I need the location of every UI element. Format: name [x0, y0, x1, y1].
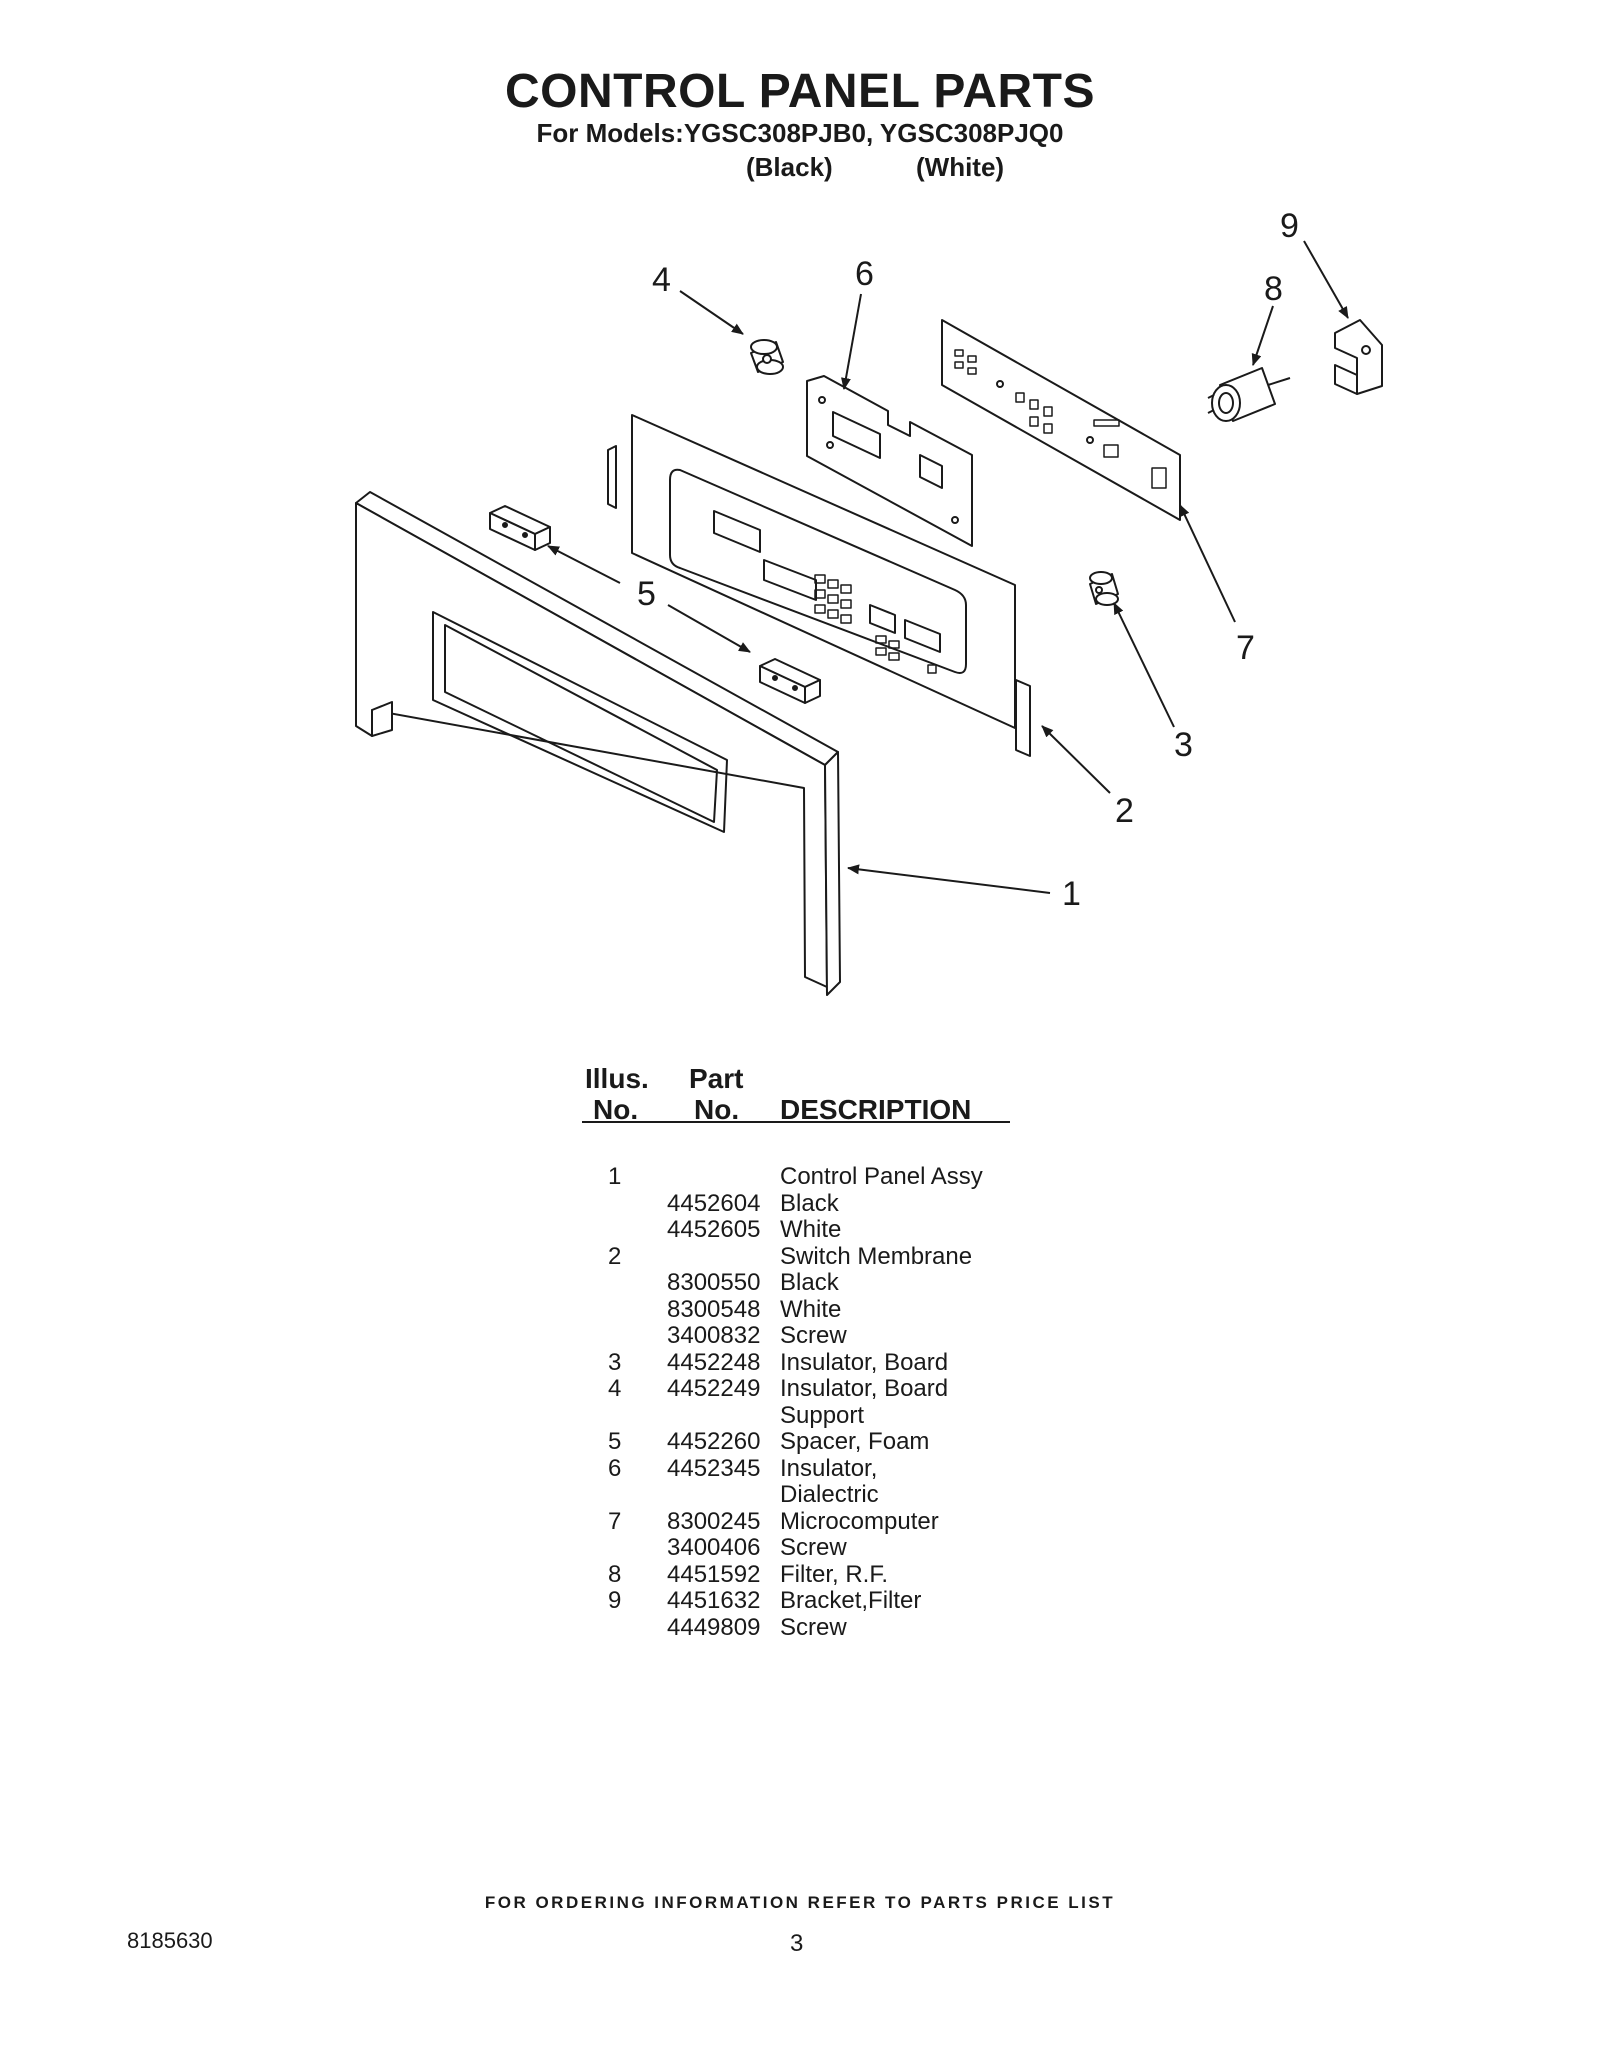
description: Spacer, Foam [780, 1428, 930, 1455]
col-header-part-2: No. [694, 1094, 740, 1125]
microcomputer-board-part [941, 319, 1181, 521]
exploded-parts-diagram: 1 2 3 4 5 6 7 8 9 [355, 207, 1383, 996]
illus-no: 4 [608, 1375, 622, 1402]
part-no: 4452249 [667, 1375, 761, 1402]
part-no: 3400406 [667, 1534, 761, 1561]
callout-5: 5 [637, 575, 656, 613]
ordering-note: FOR ORDERING INFORMATION REFER TO PARTS … [484, 1893, 1116, 1912]
description: Insulator, [780, 1454, 878, 1482]
document-number: 8185630 [127, 1928, 213, 1953]
col-header-part-1: Part [689, 1063, 744, 1094]
description: Insulator, Board [780, 1375, 949, 1402]
part-no: 4451632 [667, 1587, 761, 1614]
description: Black [780, 1269, 839, 1296]
illus-no: 7 [608, 1507, 622, 1535]
illus-no: 8 [608, 1560, 622, 1588]
insulator-board-support-part [750, 339, 784, 375]
callout-4: 4 [652, 261, 671, 299]
callout-2: 2 [1115, 792, 1134, 830]
part-no: 8300245 [667, 1507, 761, 1535]
illus-no: 5 [608, 1428, 622, 1455]
part-no: 4451592 [667, 1560, 761, 1588]
illus-no: 6 [608, 1454, 622, 1482]
part-no: 3400832 [667, 1322, 761, 1349]
part-no: 4452248 [667, 1348, 761, 1376]
insulator-board-standoff-part [1089, 571, 1119, 606]
description: Filter, R.F. [780, 1560, 889, 1588]
description: Switch Membrane [780, 1242, 973, 1270]
description: Screw [780, 1322, 847, 1349]
description: Screw [780, 1613, 847, 1641]
part-no: 4449809 [667, 1613, 761, 1641]
part-no: 4452604 [667, 1189, 761, 1217]
part-no: 4452605 [667, 1216, 761, 1243]
page-title: CONTROL PANEL PARTS [505, 65, 1095, 118]
models-subtitle: For Models:YGSC308PJB0, YGSC308PJQ0 [536, 118, 1064, 148]
variant-black-label: (Black) [746, 152, 833, 182]
part-no: 8300550 [667, 1269, 761, 1296]
description: Screw [780, 1534, 847, 1561]
description: White [780, 1216, 842, 1243]
rf-filter-part [1207, 367, 1291, 422]
callout-6: 6 [855, 255, 874, 293]
description: Insulator, Board [780, 1348, 949, 1376]
description: Control Panel Assy [780, 1163, 983, 1190]
callout-3: 3 [1174, 726, 1193, 764]
illus-no: 9 [608, 1587, 622, 1614]
description: Black [780, 1189, 839, 1217]
filter-bracket-part [1334, 319, 1383, 395]
callout-9: 9 [1280, 207, 1299, 245]
control-panel-assy-part [355, 491, 841, 996]
col-header-description: DESCRIPTION [780, 1094, 972, 1125]
callout-7: 7 [1236, 629, 1255, 667]
part-no: 8300548 [667, 1295, 761, 1323]
description: Dialectric [780, 1481, 879, 1508]
col-header-illus-2: No. [593, 1094, 639, 1125]
part-no: 4452260 [667, 1428, 761, 1455]
description: Bracket,Filter [780, 1587, 922, 1614]
callout-1: 1 [1062, 875, 1081, 913]
description: Microcomputer [780, 1507, 939, 1535]
callout-8: 8 [1264, 270, 1283, 308]
dielectric-insulator-part [806, 375, 973, 547]
switch-membrane-part [607, 414, 1031, 757]
table-header-rule [582, 1121, 1010, 1123]
part-no: 4452345 [667, 1454, 761, 1482]
foam-spacer-part [489, 505, 551, 551]
page-number: 3 [790, 1930, 804, 1957]
description: White [780, 1295, 842, 1323]
variant-white-label: (White) [916, 152, 1005, 182]
leader-lines [547, 240, 1349, 894]
illus-no: 1 [608, 1163, 622, 1190]
col-header-illus-1: Illus. [585, 1063, 649, 1094]
illus-no: 2 [608, 1242, 622, 1270]
foam-spacer-part [759, 658, 821, 704]
description: Support [780, 1401, 865, 1429]
illus-no: 3 [608, 1348, 622, 1376]
